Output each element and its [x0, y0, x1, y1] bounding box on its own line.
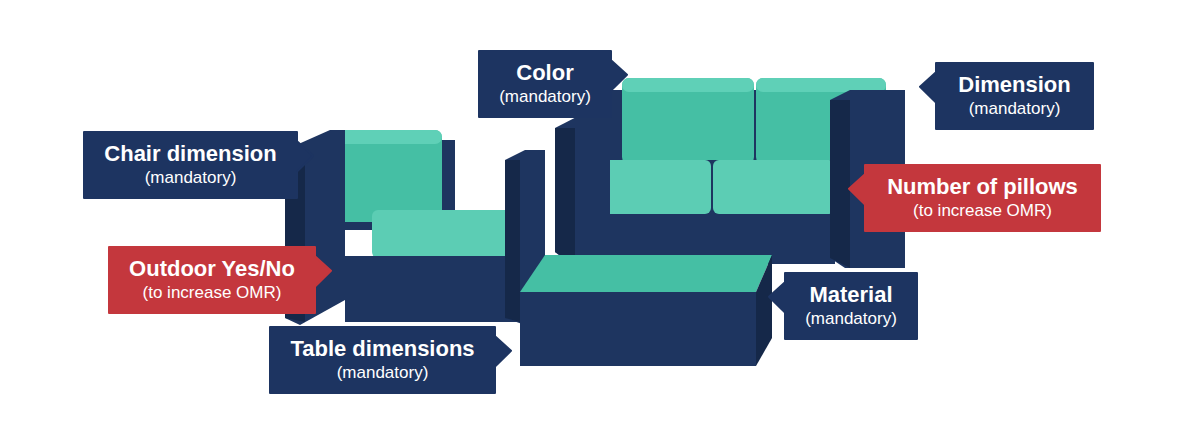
armchair [285, 130, 545, 325]
tag-outline [849, 165, 1100, 231]
callout-title: Chair dimension [104, 141, 277, 167]
callout-title: Material [805, 282, 897, 308]
callout-tag: Color(mandatory) [479, 51, 627, 117]
tag-outline [479, 51, 627, 117]
tag-outline [769, 273, 917, 339]
callout-title: Table dimensions [290, 336, 475, 362]
callout-note: (mandatory) [104, 167, 277, 188]
tag-outline [270, 327, 511, 393]
callout-note: (mandatory) [290, 362, 475, 383]
tag-outline [920, 63, 1093, 129]
callout-note: (mandatory) [958, 98, 1071, 119]
tag-outline [109, 247, 331, 313]
callout-tag: Number of pillows(to increase OMR) [849, 165, 1100, 231]
callout-title: Color [499, 60, 591, 86]
callout-tag: Material(mandatory) [769, 273, 917, 339]
callout-tag: Outdoor Yes/No(to increase OMR) [109, 247, 331, 313]
callout-tag: Chair dimension(mandatory) [84, 132, 313, 198]
coffee-table [520, 255, 772, 366]
callout-note: (to increase OMR) [129, 282, 295, 303]
callout-tag: Table dimensions(mandatory) [270, 327, 511, 393]
tag-outline [84, 132, 313, 198]
callout-tag: Dimension(mandatory) [920, 63, 1093, 129]
callout-note: (mandatory) [499, 86, 591, 107]
callout-title: Number of pillows [887, 174, 1078, 200]
callout-note: (mandatory) [805, 308, 897, 329]
callout-note: (to increase OMR) [887, 200, 1078, 221]
callout-title: Outdoor Yes/No [129, 256, 295, 282]
callout-title: Dimension [958, 72, 1071, 98]
